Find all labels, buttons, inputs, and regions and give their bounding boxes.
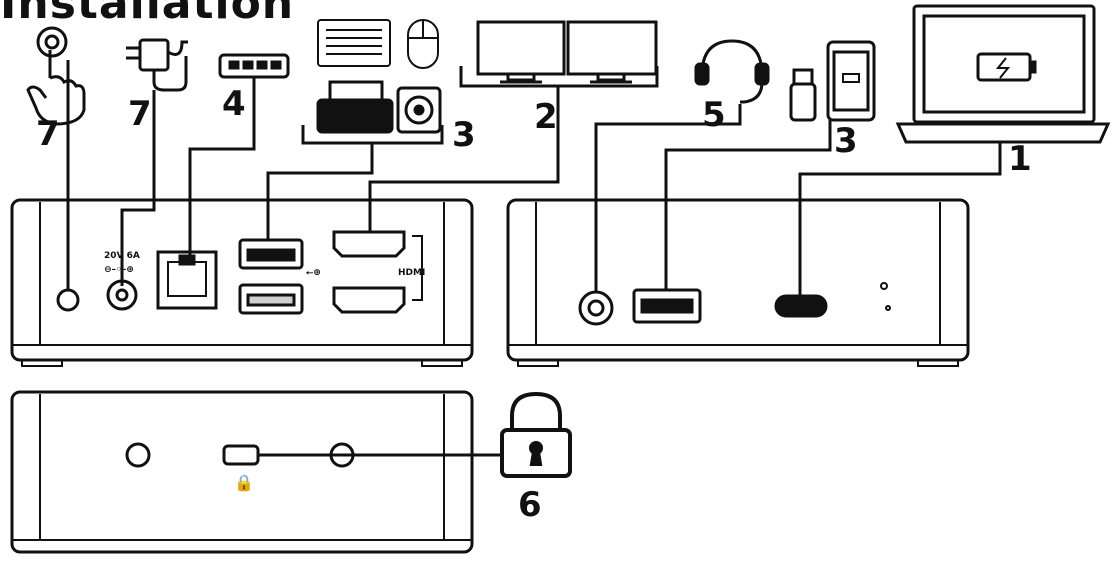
- laptop-icon: [895, 4, 1111, 144]
- dock-rear-view: [10, 198, 474, 367]
- hdmi-label: HDMI: [398, 268, 425, 278]
- callout-6: 6: [518, 485, 542, 525]
- callout-2: 2: [534, 97, 558, 137]
- callout-4: 4: [222, 84, 246, 124]
- dock-front-view: [506, 198, 970, 367]
- callout-3-usb: 3: [834, 121, 858, 161]
- lock-slot: 🔒: [222, 444, 260, 492]
- usb-a-port-front: [632, 288, 702, 324]
- hard-drive-icon: [396, 86, 442, 134]
- finger-press-icon: [26, 26, 86, 126]
- svg-text:⊖–◦–⊕: ⊖–◦–⊕: [104, 265, 134, 275]
- dock-side-view: [10, 390, 474, 554]
- padlock-icon: [500, 391, 572, 478]
- headset-icon: [694, 39, 770, 104]
- cables: [66, 60, 1002, 457]
- dual-monitors-icon: [476, 20, 658, 84]
- mouse-icon: [407, 19, 439, 69]
- network-hub-icon: [218, 53, 290, 79]
- usb-a-ports-rear: ⭠⊕: [238, 238, 321, 315]
- phone-icon: [826, 40, 876, 122]
- callout-5: 5: [702, 95, 726, 135]
- power-button-port: [56, 288, 80, 312]
- page-title: Installation: [0, 0, 295, 29]
- audio-jack-port: [578, 290, 614, 326]
- keyboard-icon: [317, 19, 391, 67]
- status-led: [880, 282, 891, 311]
- callout-7-power-button: 7: [36, 114, 60, 154]
- power-adapter-icon: [126, 38, 188, 92]
- usb-stick-icon: [789, 68, 817, 122]
- callout-1: 1: [1008, 139, 1032, 179]
- printer-icon: [316, 80, 394, 134]
- usb-c-port: [774, 294, 828, 318]
- callout-7-adapter: 7: [128, 94, 152, 134]
- callout-3-peripherals: 3: [452, 115, 476, 155]
- hdmi-ports: HDMI: [332, 230, 425, 314]
- ethernet-port: [156, 250, 218, 310]
- svg-text:⭠⊕: ⭠⊕: [306, 268, 321, 278]
- svg-text:🔒: 🔒: [234, 473, 254, 492]
